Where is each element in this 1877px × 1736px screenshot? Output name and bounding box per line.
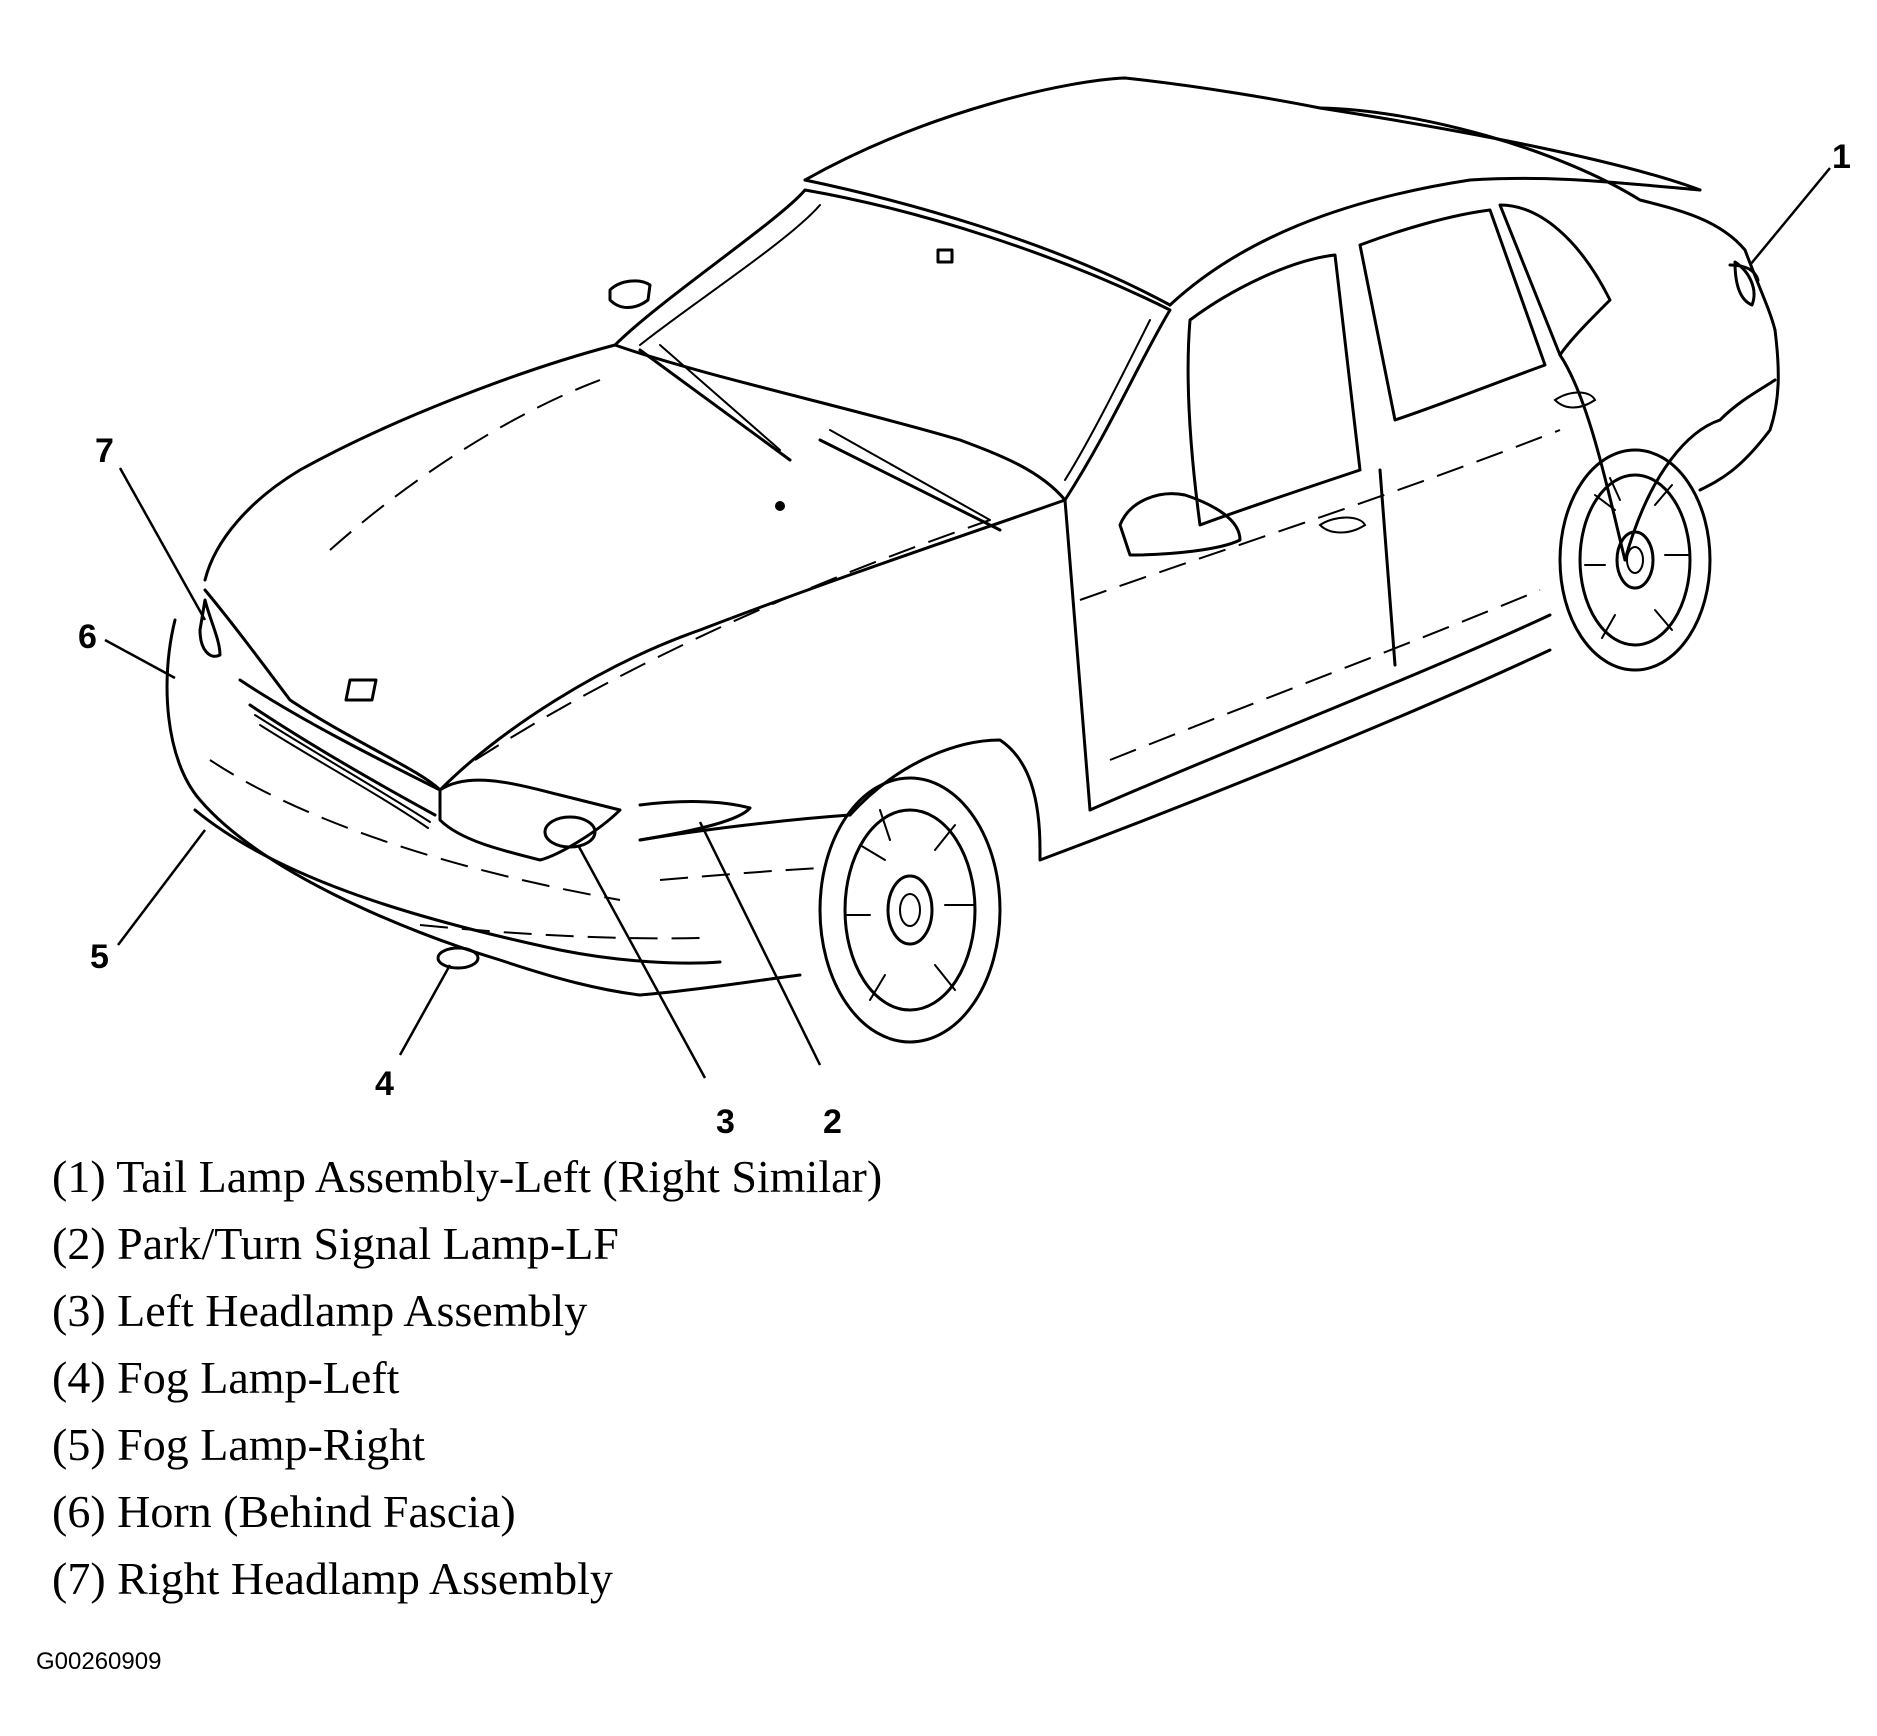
legend-item: (2) Park/Turn Signal Lamp-LF: [52, 1218, 619, 1269]
side-windows: [1186, 203, 1612, 527]
side-mirror: [608, 279, 1242, 557]
figure-id: G00260909: [36, 1648, 162, 1675]
leader-line-1: [1749, 167, 1831, 266]
tail-lamp: [1733, 260, 1756, 307]
leader-line-5: [117, 829, 206, 946]
leader-line-3: [576, 844, 707, 1079]
leader-line-7: [118, 467, 207, 621]
legend-item: (7) Right Headlamp Assembly: [52, 1553, 613, 1604]
callout-4: 4: [375, 1065, 394, 1103]
callout-numbers: 1 2 3 4 5 6 7: [78, 138, 1851, 1141]
legend-item: (5) Fog Lamp-Right: [52, 1419, 426, 1470]
parts-legend: (1) Tail Lamp Assembly-Left (Right Simil…: [52, 1143, 882, 1612]
callout-2: 2: [823, 1103, 842, 1141]
car-roof: [803, 76, 1747, 307]
hood: [203, 343, 1067, 792]
front-wheel: [818, 776, 1002, 1044]
legend-item: (3) Left Headlamp Assembly: [52, 1285, 588, 1336]
wipers: [638, 344, 1002, 532]
grille: [238, 678, 442, 829]
callout-6: 6: [78, 618, 97, 656]
leader-line-4: [398, 964, 452, 1056]
callout-1: 1: [1832, 138, 1851, 176]
car-line-drawing: 1 2 3 4 5 6 7: [78, 76, 1851, 1141]
leader-line-6: [104, 638, 176, 680]
legend-item: (1) Tail Lamp Assembly-Left (Right Simil…: [52, 1151, 883, 1202]
front-bumper: [165, 618, 852, 997]
rear-wheel: [1558, 448, 1712, 672]
legend-item: (4) Fog Lamp-Left: [52, 1352, 400, 1403]
body-side: [848, 248, 1780, 862]
callout-5: 5: [90, 938, 109, 976]
callout-3: 3: [716, 1103, 735, 1141]
leader-line-2: [698, 821, 822, 1066]
callout-7: 7: [95, 432, 114, 470]
windshield: [613, 188, 1172, 502]
legend-item: (6) Horn (Behind Fascia): [52, 1486, 516, 1537]
headlamps: [198, 598, 752, 862]
leader-lines: [104, 167, 1831, 1079]
